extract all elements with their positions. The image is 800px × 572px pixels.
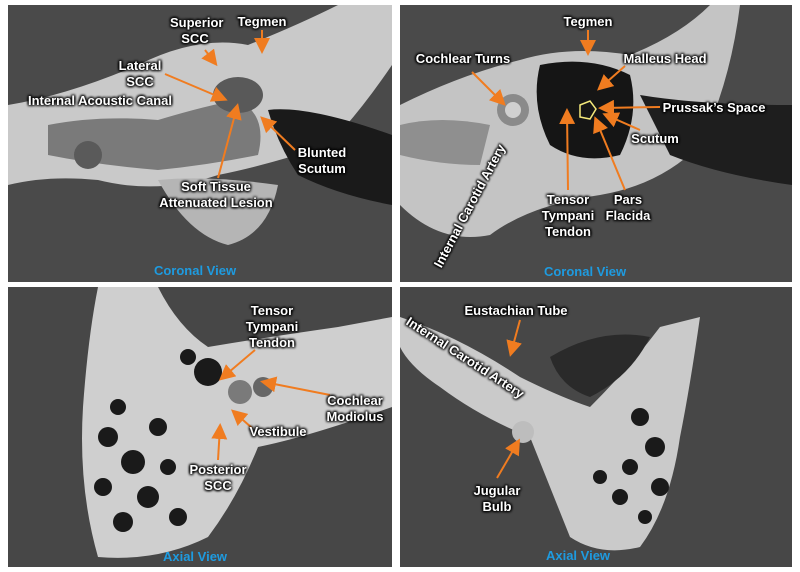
ct-image xyxy=(400,5,792,282)
label-internal-acoustic-canal: Internal Acoustic Canal xyxy=(28,93,172,108)
ct-image xyxy=(8,287,392,567)
label-jugular-bulb: Jugular Bulb xyxy=(473,483,521,514)
view-label: Axial View xyxy=(162,549,228,564)
ct-panel-coronal-2 xyxy=(400,5,792,282)
view-label: Axial View xyxy=(545,548,611,563)
label-lateral-scc: Lateral SCC xyxy=(118,58,162,89)
ct-image xyxy=(400,287,792,567)
label-tensor-tympani-tendon: Tensor Tympani Tendon xyxy=(541,192,595,239)
label-cochlear-modiolus: Cochlear Modiolus xyxy=(326,393,384,424)
ct-panel-axial-2 xyxy=(400,287,792,567)
label-tegmen: Tegmen xyxy=(237,14,287,29)
label-vestibule: Vestibule xyxy=(249,424,307,439)
label-scutum: Scutum xyxy=(631,131,679,146)
view-label: Coronal View xyxy=(153,263,237,278)
label-cochlear-turns: Cochlear Turns xyxy=(415,51,511,66)
ct-panel-axial-1 xyxy=(8,287,392,567)
label-malleus-head: Malleus Head xyxy=(623,51,707,66)
label-tegmen: Tegmen xyxy=(563,14,613,29)
label-pars-flacida: Pars Flacida xyxy=(605,192,651,223)
label-eustachian-tube: Eustachian Tube xyxy=(464,303,568,318)
label-soft-tissue-lesion: Soft Tissue Attenuated Lesion xyxy=(159,179,273,210)
label-tensor-tympani-tendon: Tensor Tympani Tendon xyxy=(245,303,299,350)
label-superior-scc: Superior SCC xyxy=(170,15,224,46)
label-blunted-scutum: Blunted Scutum xyxy=(297,145,347,176)
label-posterior-scc: Posterior SCC xyxy=(189,462,247,493)
label-prussaks-space: Prussak’s Space xyxy=(662,100,766,115)
view-label: Coronal View xyxy=(543,264,627,279)
